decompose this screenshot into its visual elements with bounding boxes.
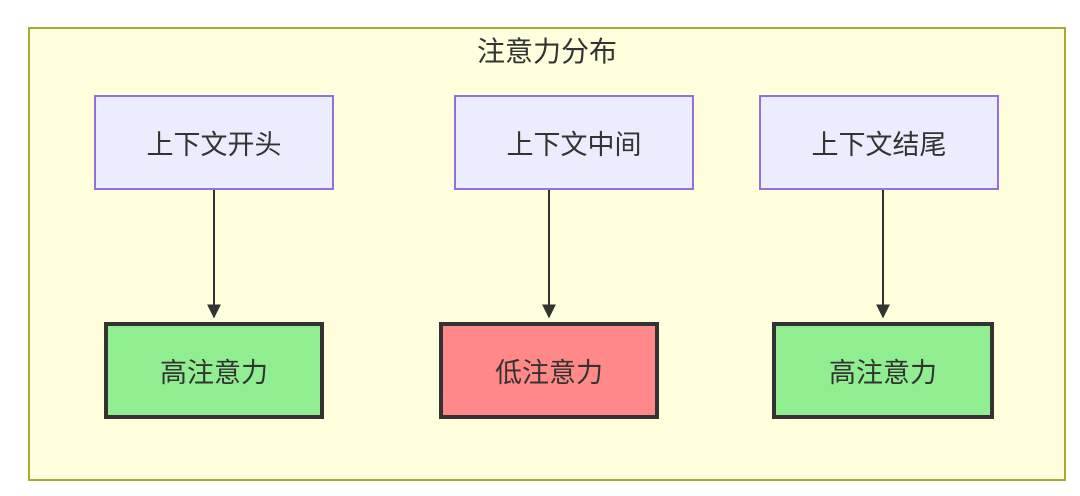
diagram-title: 注意力分布	[476, 36, 617, 67]
node-context-end-label: 上下文结尾	[811, 130, 947, 160]
node-high-attention-left: 高注意力	[104, 322, 324, 419]
node-context-end: 上下文结尾	[759, 95, 999, 190]
node-context-middle: 上下文中间	[454, 95, 694, 190]
node-context-beginning-label: 上下文开头	[146, 130, 282, 160]
node-context-beginning: 上下文开头	[94, 95, 334, 190]
node-high-attention-right: 高注意力	[772, 322, 994, 419]
node-low-attention-middle-label: 低注意力	[495, 358, 603, 388]
node-high-attention-right-label: 高注意力	[829, 358, 937, 388]
node-context-middle-label: 上下文中间	[506, 130, 642, 160]
cluster-attention-distribution: 注意力分布 上下文开头 上下文中间 上下文结尾 高注意力 低注意力 高注意力	[28, 27, 1066, 481]
node-low-attention-middle: 低注意力	[439, 322, 659, 419]
node-high-attention-left-label: 高注意力	[160, 358, 268, 388]
